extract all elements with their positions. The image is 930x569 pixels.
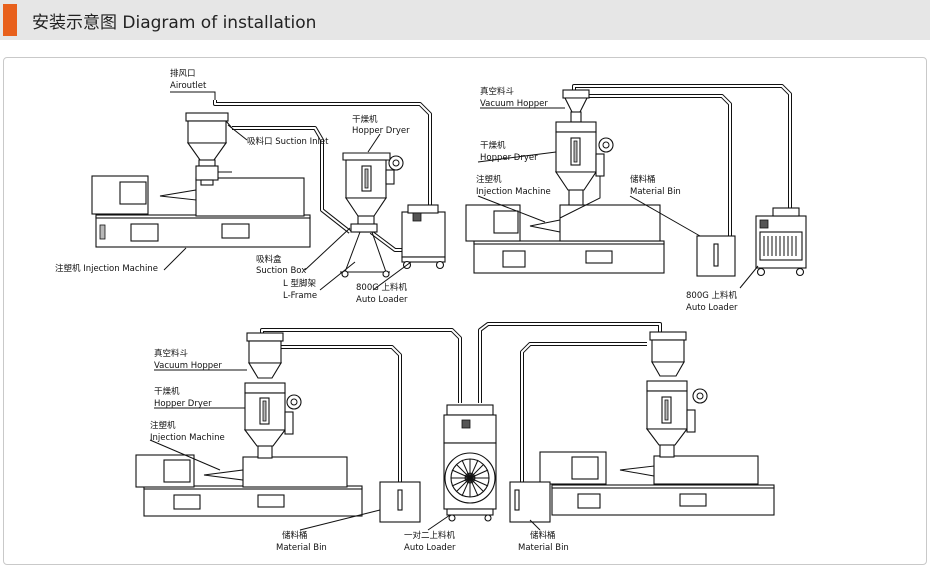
label-suction-inlet: 吸料口 Suction Inlet bbox=[247, 136, 329, 147]
injection-machine-c bbox=[135, 454, 363, 517]
label-injection-machine-a: 注塑机 Injection Machine bbox=[55, 263, 158, 274]
label-im-c-en: Injection Machine bbox=[150, 433, 225, 443]
injection-machine-b bbox=[465, 204, 665, 274]
hopper-dryer-c bbox=[243, 382, 302, 459]
hopper-dryer-a bbox=[340, 152, 404, 278]
label-dryer-a-cn: 干燥机 bbox=[352, 114, 378, 125]
label-auto-loader-b-en: Auto Loader bbox=[686, 303, 738, 313]
vacuum-hopper-d bbox=[649, 331, 687, 377]
label-bin-d-en: Material Bin bbox=[518, 543, 569, 553]
label-auto-loader-a-cn: 800G 上料机 bbox=[356, 282, 408, 293]
label-bin-b-en: Material Bin bbox=[630, 187, 681, 197]
label-l-frame-en: L-Frame bbox=[283, 291, 317, 301]
label-im-b-en: Injection Machine bbox=[476, 187, 551, 197]
label-dryer-c-cn: 干燥机 bbox=[154, 386, 180, 397]
page-title: 安装示意图 Diagram of installation bbox=[32, 13, 317, 33]
diagram-a: 排风口 Airoutlet 吸料口 Suction Inlet 干燥机 Hopp… bbox=[55, 68, 446, 305]
auto-loader-800g-b bbox=[755, 207, 807, 277]
label-dryer-a-en: Hopper Dryer bbox=[352, 126, 410, 136]
label-bin-d-cn: 储料桶 bbox=[530, 530, 556, 541]
label-bin-c-en: Material Bin bbox=[276, 543, 327, 553]
injection-machine-d bbox=[539, 451, 775, 516]
hopper-a bbox=[185, 112, 233, 186]
label-im-c-cn: 注塑机 bbox=[150, 420, 176, 431]
label-dryer-c-en: Hopper Dryer bbox=[154, 399, 212, 409]
loader-vent-grille bbox=[759, 231, 803, 261]
label-vacuum-hopper-c-en: Vacuum Hopper bbox=[154, 361, 222, 371]
auto-loader-800g-a bbox=[401, 204, 446, 270]
label-dryer-b-en: Hopper Dryer bbox=[480, 153, 538, 163]
material-bin-b bbox=[696, 235, 736, 277]
label-auto-loader-b-cn: 800G 上料机 bbox=[686, 290, 738, 301]
vacuum-hopper-b bbox=[562, 89, 590, 123]
material-bin-d bbox=[509, 481, 551, 523]
label-loader-c-cn: 一对二上料机 bbox=[404, 530, 456, 541]
label-vacuum-hopper-b-cn: 真空料斗 bbox=[480, 86, 515, 97]
label-l-frame-cn: L 型脚架 bbox=[283, 278, 316, 289]
diagram-c: 真空料斗 Vacuum Hopper 干燥机 Hopper Dryer 注塑机 … bbox=[135, 328, 497, 553]
label-vacuum-hopper-b-en: Vacuum Hopper bbox=[480, 99, 548, 109]
hopper-dryer-d bbox=[645, 380, 708, 458]
label-dryer-b-cn: 干燥机 bbox=[480, 140, 506, 151]
hopper-dryer-b bbox=[554, 121, 614, 219]
vacuum-hopper-c bbox=[246, 332, 284, 379]
label-vacuum-hopper-c-cn: 真空料斗 bbox=[154, 348, 189, 359]
diagram-d: 储料桶 Material Bin bbox=[478, 322, 775, 553]
label-loader-c-en: Auto Loader bbox=[404, 543, 456, 553]
section-header: 安装示意图 Diagram of installation bbox=[0, 0, 930, 40]
label-airoutlet-en: Airoutlet bbox=[170, 81, 207, 91]
label-bin-c-cn: 储料桶 bbox=[282, 530, 308, 541]
label-im-b-cn: 注塑机 bbox=[476, 174, 502, 185]
label-airoutlet-cn: 排风口 bbox=[170, 68, 196, 79]
label-bin-b-cn: 储料桶 bbox=[630, 174, 656, 185]
header-accent-bar bbox=[3, 4, 17, 36]
label-auto-loader-a-en: Auto Loader bbox=[356, 295, 408, 305]
material-bin-c bbox=[379, 481, 421, 523]
injection-machine-a bbox=[91, 175, 311, 248]
label-suction-box-cn: 吸料盒 bbox=[256, 254, 282, 265]
auto-loader-1-to-2 bbox=[443, 404, 497, 522]
diagram-b: 真空料斗 Vacuum Hopper 干燥机 Hopper Dryer 注塑机 … bbox=[465, 84, 807, 313]
label-suction-box-en: Suction Box bbox=[256, 266, 306, 276]
